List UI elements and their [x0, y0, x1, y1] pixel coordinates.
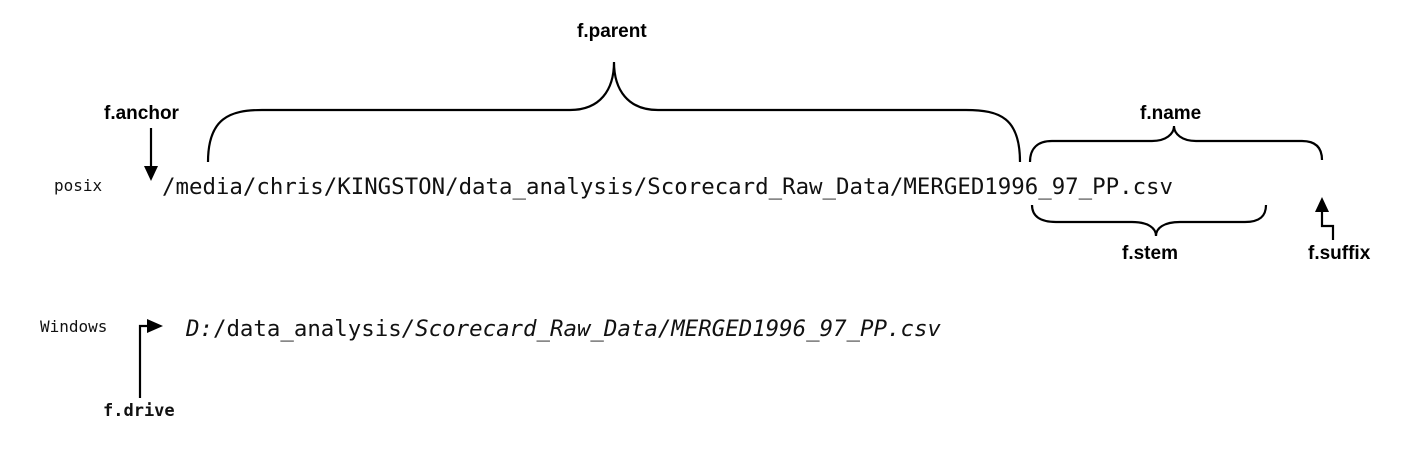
- name-brace: [1028, 125, 1324, 163]
- windows-path-rest: /Scorecard_Raw_Data/MERGED1996_97_PP.csv: [401, 316, 941, 342]
- windows-os-label: Windows: [40, 317, 108, 336]
- stem-brace: [1030, 204, 1268, 237]
- suffix-label: f.suffix: [1308, 243, 1371, 264]
- anchor-arrow: [144, 128, 158, 181]
- stem-label: f.stem: [1122, 243, 1178, 264]
- posix-path: /media/chris/KINGSTON/data_analysis/Scor…: [162, 174, 1174, 200]
- suffix-arrow: [1315, 197, 1335, 240]
- drive-arrow: [138, 319, 163, 398]
- anchor-label: f.anchor: [104, 103, 179, 124]
- windows-path: D:/data_analysis/Scorecard_Raw_Data/MERG…: [186, 318, 941, 340]
- parent-brace: [206, 61, 1022, 163]
- windows-path-middle: /data_analysis: [212, 316, 402, 342]
- drive-label: f.drive: [103, 401, 175, 421]
- windows-path-drive: D:: [186, 316, 213, 342]
- name-label: f.name: [1140, 103, 1202, 124]
- parent-label: f.parent: [577, 21, 647, 42]
- posix-os-label: posix: [54, 176, 103, 195]
